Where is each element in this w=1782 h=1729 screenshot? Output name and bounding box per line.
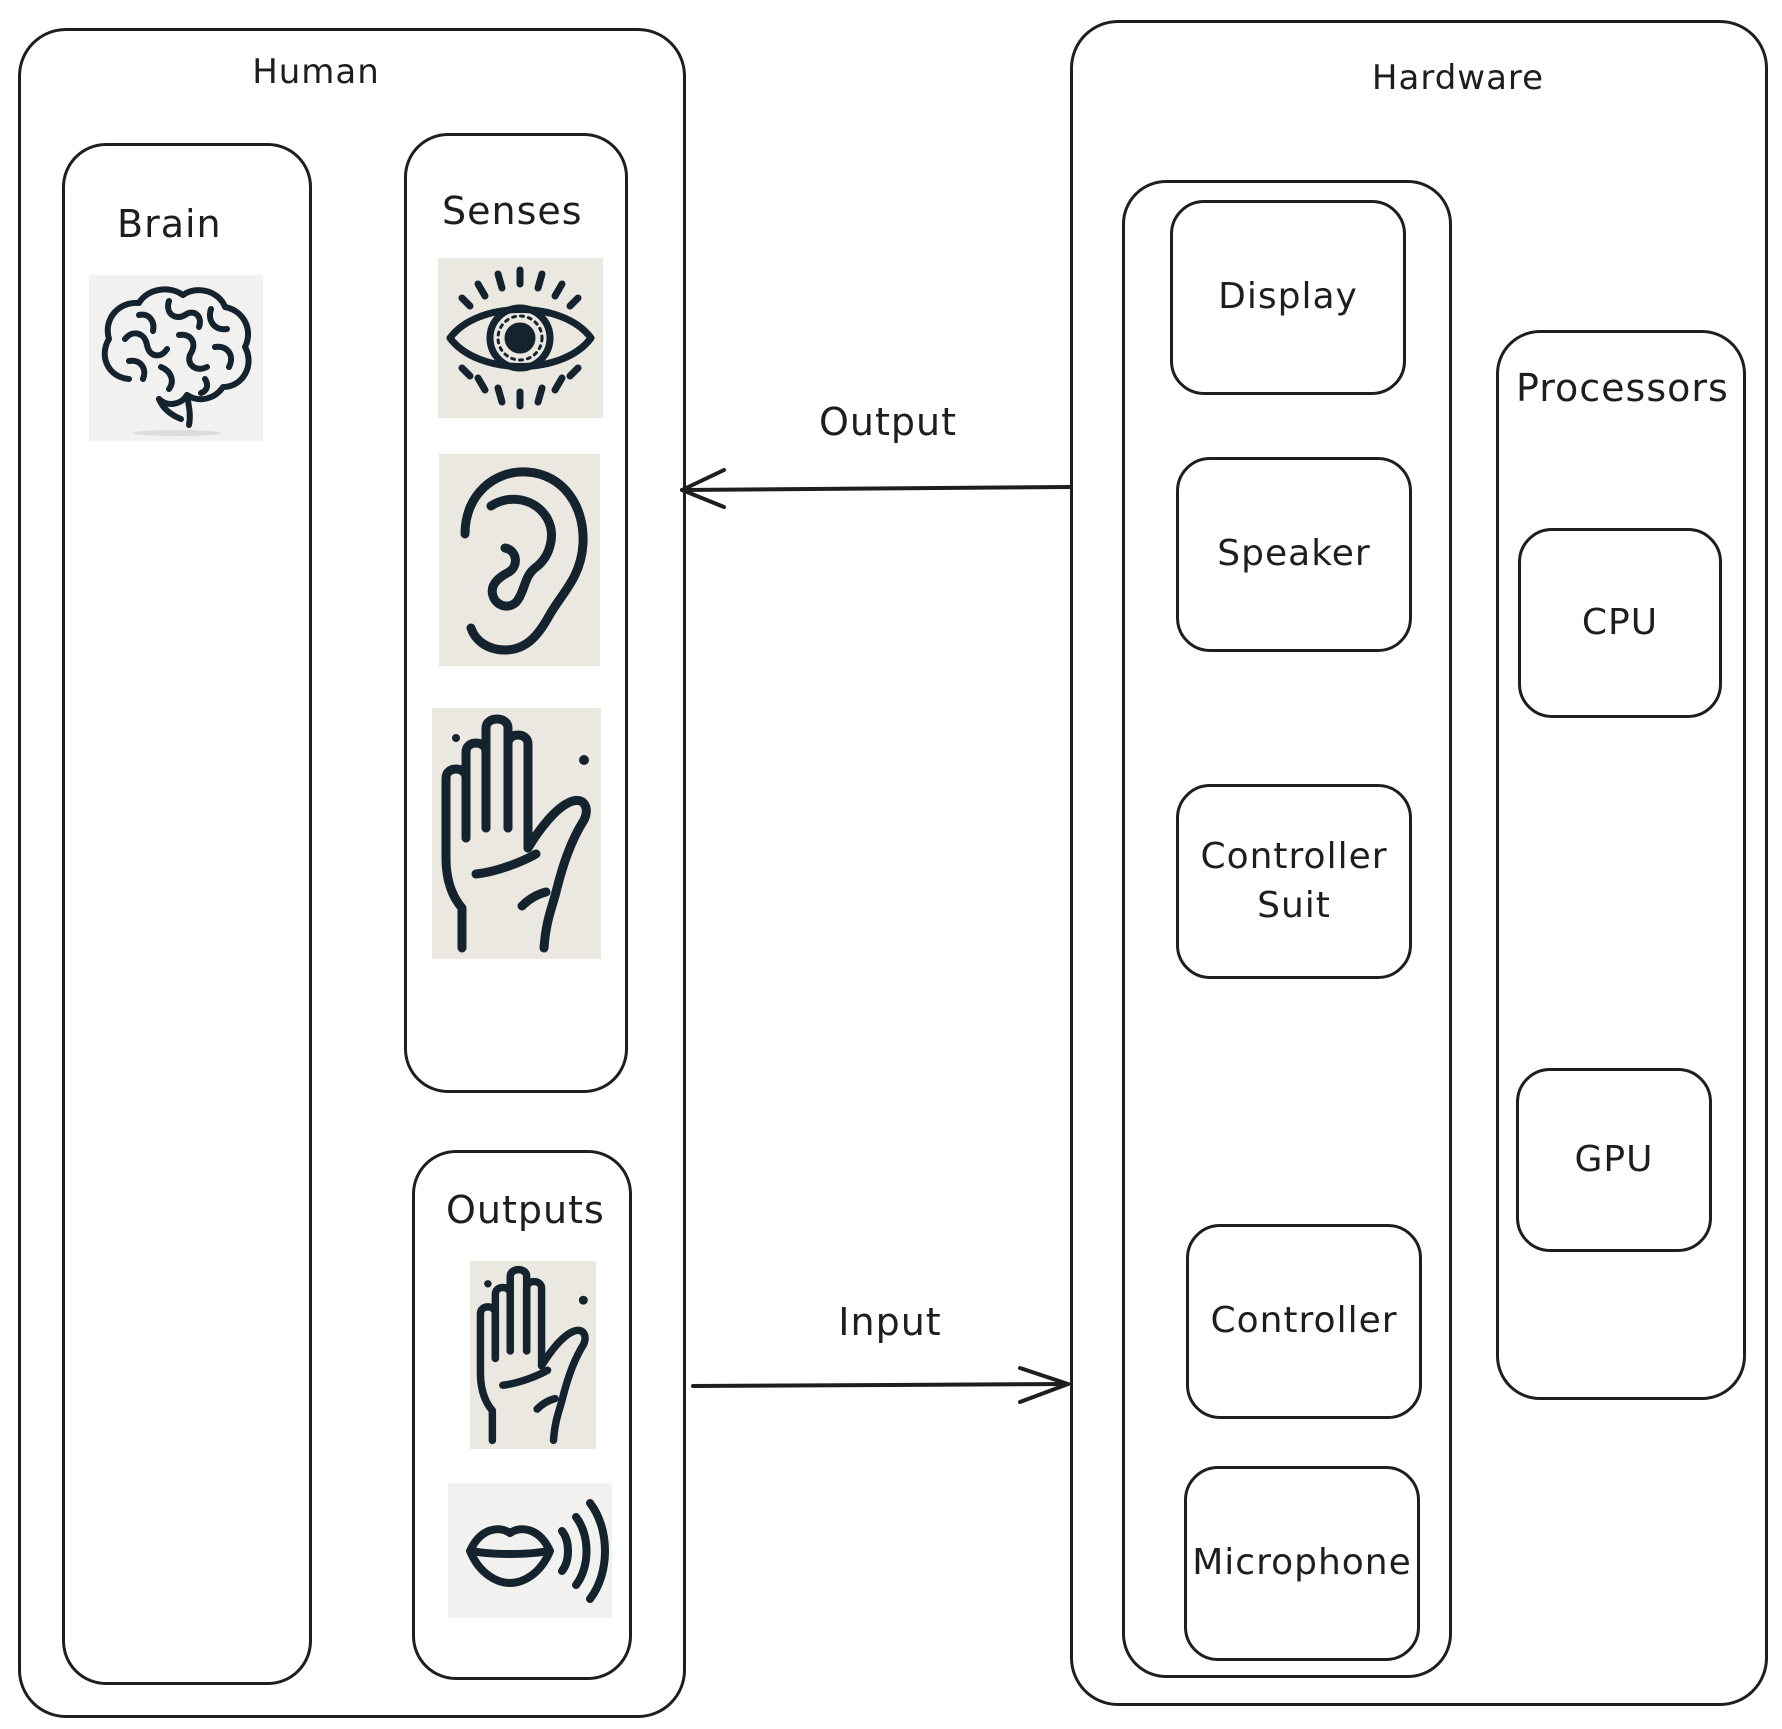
controller-box: Controller (1186, 1224, 1422, 1419)
output-arrow-label: Output (819, 400, 957, 444)
senses-container (404, 133, 628, 1093)
outputs-title: Outputs (446, 1188, 605, 1232)
human-title: Human (252, 52, 380, 92)
gpu-box: GPU (1516, 1068, 1712, 1252)
cpu-label: CPU (1581, 601, 1659, 643)
input-arrow-line (691, 1382, 1070, 1388)
output-arrow-head (680, 468, 726, 509)
speaker-label: Speaker (1217, 533, 1371, 575)
brain-container (62, 143, 312, 1685)
speaking-lips-icon (448, 1483, 612, 1618)
microphone-box: Microphone (1184, 1466, 1420, 1661)
display-label: Display (1218, 276, 1358, 318)
processors-title: Processors (1516, 366, 1729, 410)
controller-label: Controller (1210, 1300, 1398, 1342)
human-container (18, 28, 686, 1718)
hardware-container (1070, 20, 1768, 1706)
controller-suit-label: Controller Suit (1200, 835, 1388, 926)
brain-title: Brain (117, 202, 222, 246)
outputs-container (412, 1150, 632, 1680)
input-arrow-head (1018, 1366, 1070, 1404)
cpu-box: CPU (1518, 528, 1722, 718)
outputs-hand-icon (470, 1261, 596, 1449)
controller-suit-box: Controller Suit (1176, 784, 1412, 979)
devices-container (1122, 180, 1452, 1678)
senses-title: Senses (442, 189, 583, 233)
processors-container (1496, 330, 1746, 1400)
ear-icon (439, 454, 600, 666)
display-box: Display (1170, 200, 1406, 395)
hand-icon (432, 708, 601, 959)
microphone-label: Microphone (1192, 1542, 1412, 1584)
input-arrow-label: Input (838, 1300, 942, 1344)
gpu-label: GPU (1574, 1138, 1654, 1180)
brain-icon (89, 275, 263, 441)
hardware-title: Hardware (1371, 58, 1545, 98)
speaker-box: Speaker (1176, 457, 1412, 652)
output-arrow-line (680, 485, 1072, 492)
eye-icon (438, 258, 603, 418)
